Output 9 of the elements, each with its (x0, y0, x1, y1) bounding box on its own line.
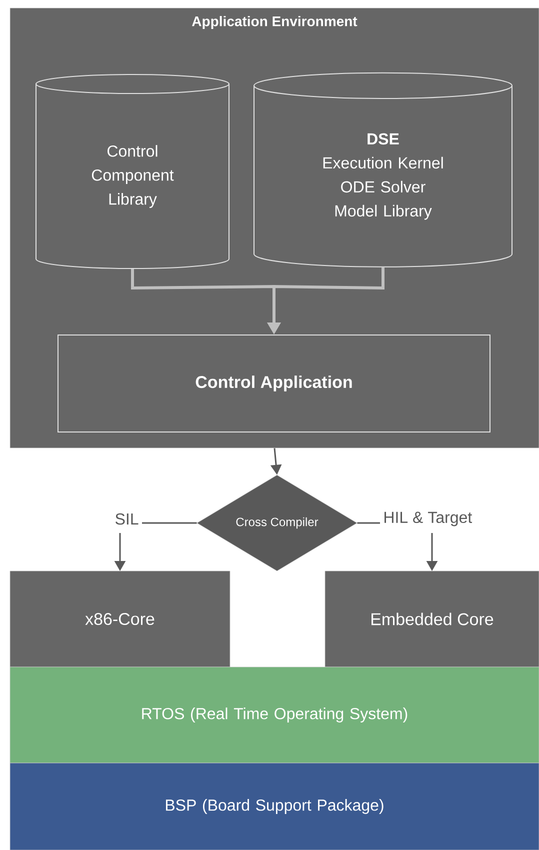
database-cylinder: Control Component Library (36, 74, 230, 269)
database-cylinder: DSE Execution Kernel ODE Solver Model Library (254, 72, 512, 268)
edge-label: HIL & Target (382, 510, 474, 528)
core-box: x86-Core (10, 570, 230, 668)
layer-band: BSP (Board Support Package) (10, 762, 539, 850)
process-box: Control Application (58, 334, 490, 432)
core-box: Embedded Core (324, 570, 539, 668)
edge-label: SIL (114, 512, 140, 526)
layer-band: RTOS (Real Time Operating System) (10, 666, 539, 764)
